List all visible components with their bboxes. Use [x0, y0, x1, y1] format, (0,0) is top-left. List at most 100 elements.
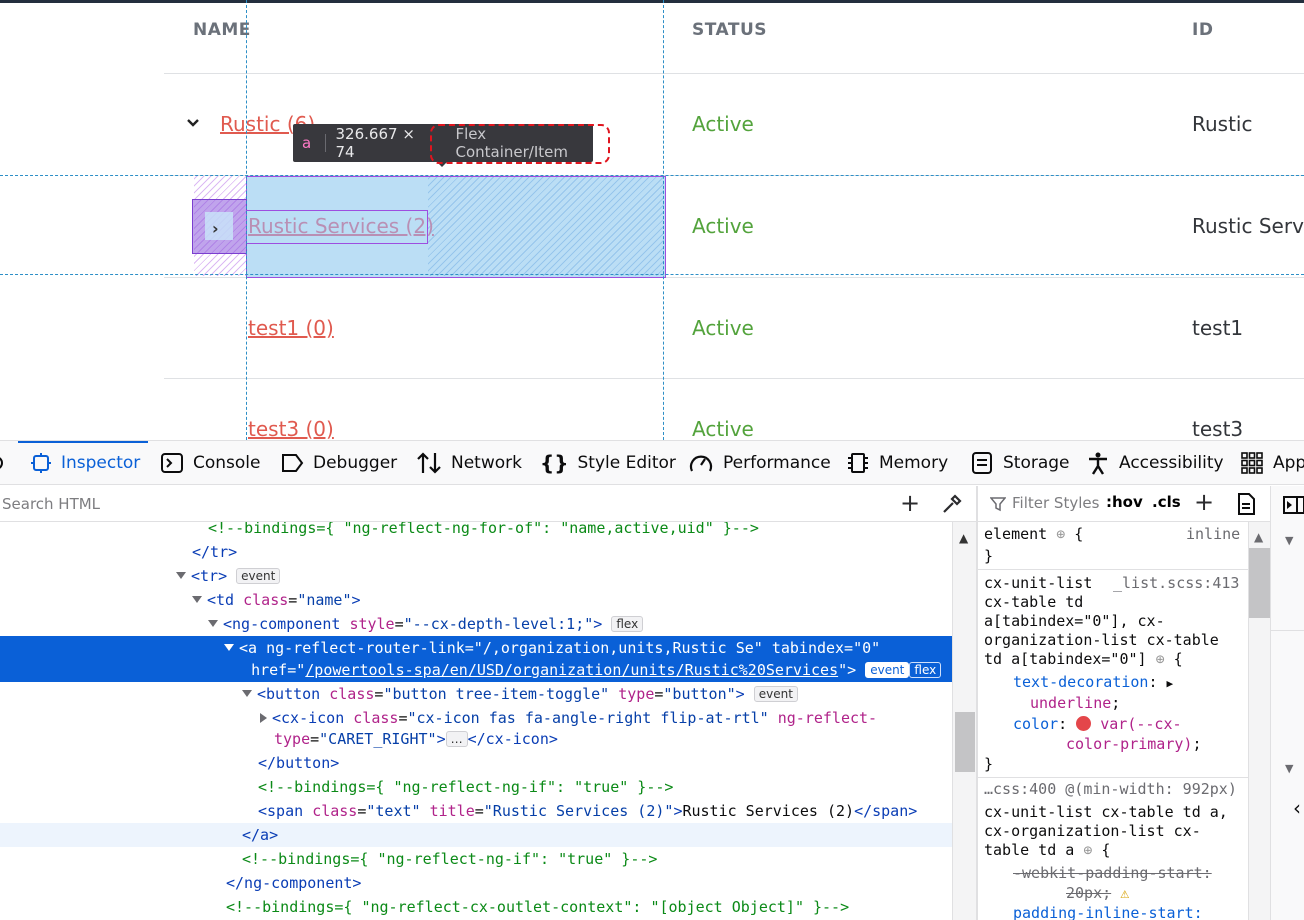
markup-line[interactable]: <ng-component style="--cx-depth-level:1;… — [0, 612, 952, 636]
hover-toggle-button[interactable]: :hov — [1104, 493, 1143, 511]
toggle-sidebar-icon[interactable] — [1283, 496, 1304, 514]
markup-line[interactable]: </button> — [258, 754, 340, 772]
markup-line[interactable]: <span class="text" title="Rustic Service… — [258, 802, 918, 820]
tab-console[interactable]: Console — [160, 441, 261, 485]
collapse-toggle-icon[interactable] — [260, 713, 267, 723]
rule-selector[interactable]: cx-unit-list cx-table td a, — [984, 803, 1228, 821]
unit-link-test3[interactable]: test3 (0) — [248, 417, 334, 440]
markup-line[interactable]: <td class="name"> — [0, 588, 952, 612]
rule-declaration[interactable]: padding-inline-start: — [1013, 904, 1203, 920]
href-link[interactable]: /powertools-spa/en/USD/organization/unit… — [305, 661, 839, 679]
rule-selector[interactable]: organization-list cx-table — [984, 631, 1219, 649]
markup-line[interactable]: <tr> event — [0, 564, 952, 588]
flex-badge[interactable]: flex — [909, 662, 942, 678]
rule-selector[interactable]: element ⊕ { — [984, 525, 1084, 543]
chevron-left-icon[interactable]: ‹ — [1293, 796, 1301, 820]
tab-label: Debugger — [313, 453, 398, 473]
rule-selector[interactable]: cx-unit-list — [984, 574, 1093, 592]
flex-badge[interactable]: flex — [611, 616, 644, 632]
print-simulation-icon[interactable] — [1236, 492, 1256, 516]
section-collapse-icon[interactable]: ▼ — [1285, 762, 1294, 775]
tab-network[interactable]: Network — [416, 441, 522, 485]
markup-line[interactable]: </a> — [0, 823, 952, 847]
page-viewport: NAME STATUS ID Rustic (6) Active Rustic … — [0, 0, 1304, 440]
markup-line[interactable]: </ng-component> — [226, 874, 362, 892]
markup-line[interactable]: <!--bindings={ "ng-reflect-cx-outlet-con… — [226, 898, 850, 916]
scrollbar-thumb[interactable] — [955, 712, 975, 772]
rule-selector[interactable]: td a[tabindex="0"] ⊕ { — [984, 650, 1183, 668]
tab-performance[interactable]: Performance — [688, 441, 831, 485]
tab-accessibility[interactable]: Accessibility — [1086, 441, 1224, 485]
markup-line-selected[interactable]: <a ng-reflect-router-link="/,organizatio… — [0, 636, 952, 682]
ellipsis-badge[interactable]: … — [445, 731, 468, 747]
inspector-icon — [31, 453, 51, 473]
scroll-up-icon[interactable]: ▲ — [1254, 530, 1264, 544]
event-badge[interactable]: event — [236, 568, 281, 584]
id-cell: Rustic Serv — [1192, 214, 1304, 238]
rule-selector[interactable]: cx-organization-list cx- — [984, 822, 1201, 840]
tab-application[interactable]: App — [1240, 441, 1304, 485]
event-badge[interactable]: event — [865, 662, 910, 678]
add-node-icon[interactable]: + — [900, 489, 921, 517]
column-header-status[interactable]: STATUS — [692, 20, 768, 40]
tab-style-editor[interactable]: {} Style Editor — [540, 441, 676, 485]
tree-item-toggle-button[interactable] — [205, 212, 233, 240]
rules-toolbar: Filter Styles :hov .cls + — [978, 486, 1270, 522]
infobar-type: Flex Container/Item — [455, 125, 568, 161]
class-toggle-button[interactable]: .cls — [1152, 493, 1181, 511]
unit-link-rustic-services[interactable]: Rustic Services (2) — [248, 214, 434, 238]
highlighter-content-box — [246, 176, 666, 278]
tab-debugger[interactable]: Debugger — [280, 441, 397, 485]
highlighter-flex-free-space — [428, 177, 664, 276]
eyedropper-icon[interactable] — [940, 492, 964, 516]
chevron-down-icon[interactable] — [186, 116, 200, 130]
markup-line[interactable]: </tr> — [192, 543, 238, 561]
markup-view: <!--bindings={ "ng-reflect-ng-for-of": "… — [0, 522, 952, 920]
rule-declaration[interactable]: text-decoration: ▶ — [1013, 673, 1174, 691]
rule-declaration[interactable]: color: var(--cx- — [1013, 715, 1182, 733]
column-header-name[interactable]: NAME — [193, 20, 251, 40]
rule-selector[interactable]: a[tabindex="0"], cx- — [984, 612, 1165, 630]
markup-search-bar: Search HTML — [0, 486, 976, 522]
infobar-separator — [324, 134, 326, 152]
color-swatch[interactable] — [1076, 716, 1092, 731]
toolbox-menu-icon[interactable] — [0, 441, 15, 485]
scroll-up-icon[interactable]: ▲ — [959, 531, 969, 545]
event-badge[interactable]: event — [753, 686, 798, 702]
markup-line[interactable]: <button class="button tree-item-toggle" … — [0, 682, 952, 706]
markup-line[interactable]: <!--bindings={ "ng-reflect-ng-for-of": "… — [208, 522, 759, 537]
rule-source[interactable]: …css:400 @(min-width: 992px) — [984, 780, 1237, 798]
unit-link-test1[interactable]: test1 (0) — [248, 316, 334, 340]
infobar-tag: a — [302, 134, 312, 152]
column-header-id[interactable]: ID — [1192, 20, 1214, 40]
expand-toggle-icon[interactable] — [242, 690, 252, 697]
tab-storage[interactable]: Storage — [970, 441, 1070, 485]
markup-line[interactable]: <!--bindings={ "ng-reflect-ng-if": "true… — [242, 850, 658, 868]
expand-toggle-icon[interactable] — [208, 620, 218, 627]
markup-line[interactable]: <cx-icon class="cx-icon fas fa-angle-rig… — [0, 706, 952, 730]
search-html-input[interactable]: Search HTML — [2, 495, 101, 513]
expand-toggle-icon[interactable] — [192, 596, 202, 603]
rule-source[interactable]: inline — [1186, 525, 1241, 543]
panel-splitter[interactable] — [976, 486, 978, 920]
tab-inspector[interactable]: Inspector — [30, 441, 140, 485]
rule-value[interactable]: underline; — [1030, 694, 1121, 712]
status-cell: Active — [692, 112, 754, 136]
scrollbar-thumb[interactable] — [1249, 548, 1270, 618]
rule-source[interactable]: _list.scss:413 — [1113, 574, 1240, 592]
rule-selector[interactable]: cx-table td — [984, 593, 1084, 611]
rules-scrollbar[interactable]: ▲ — [1248, 522, 1270, 920]
rule-close: } — [984, 547, 994, 565]
expand-toggle-icon[interactable] — [224, 644, 234, 651]
section-collapse-icon[interactable]: ▼ — [1285, 534, 1294, 547]
rule-selector[interactable]: table td a ⊕ { — [984, 841, 1111, 859]
markup-line[interactable]: type="CARET_RIGHT">…</cx-icon> — [274, 730, 558, 748]
tab-memory[interactable]: Memory — [846, 441, 948, 485]
id-cell: Rustic — [1192, 112, 1253, 136]
filter-styles-input[interactable]: Filter Styles — [1012, 494, 1100, 512]
expand-toggle-icon[interactable] — [176, 572, 186, 579]
add-rule-icon[interactable]: + — [1194, 488, 1215, 516]
markup-scrollbar[interactable]: ▲ — [952, 522, 976, 920]
rule-declaration-overridden[interactable]: -webkit-padding-start: — [1013, 864, 1212, 882]
markup-line[interactable]: <!--bindings={ "ng-reflect-ng-if": "true… — [258, 778, 674, 796]
